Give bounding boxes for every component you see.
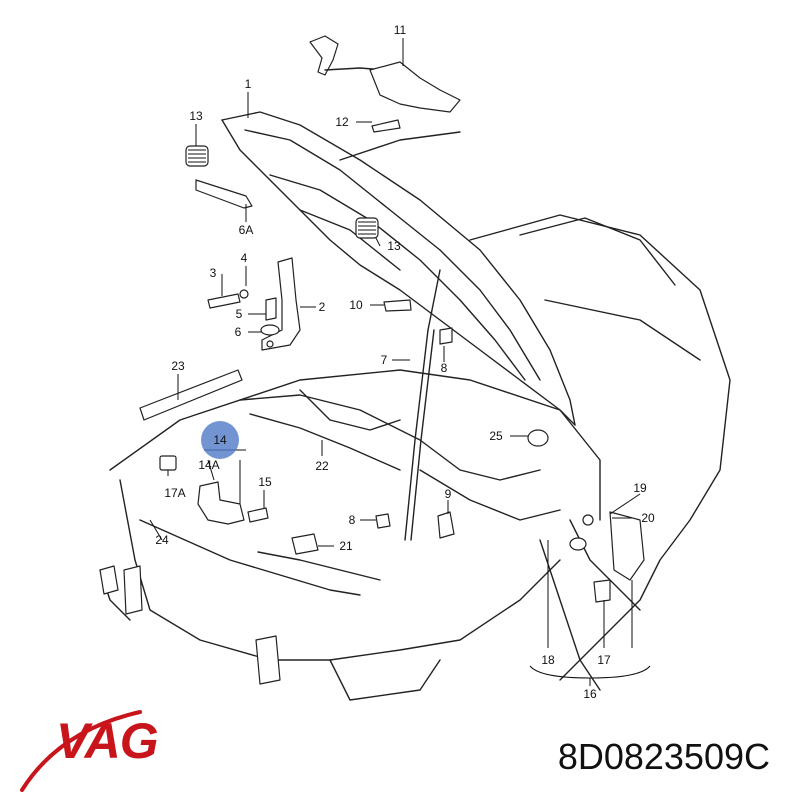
part-number: 8D0823509C: [557, 736, 770, 777]
callout-9: 9: [445, 487, 452, 501]
grommet-25: [527, 429, 549, 447]
callout-3: 3: [210, 266, 217, 280]
hood-panel: [221, 111, 576, 426]
bolt-15: [247, 507, 269, 523]
highlight-marker[interactable]: 14: [201, 421, 239, 459]
leader-lines: [149, 38, 651, 686]
callout-labels: 1 2 3 4 5 6 6A 7 8 8 9 10 11 12 13 13 14…: [155, 23, 655, 701]
callout-10: 10: [349, 298, 363, 312]
callout-20: 20: [641, 511, 655, 525]
callout-4: 4: [241, 251, 248, 265]
callout-17a: 17A: [164, 486, 185, 500]
hood-release-handle: [309, 35, 461, 113]
bracket-9: [437, 511, 455, 539]
gas-strut: [404, 269, 441, 541]
callout-12: 12: [335, 115, 349, 129]
callout-16: 16: [583, 687, 597, 701]
rear-bracket-19-20: [569, 511, 645, 581]
callout-13-lower: 13: [387, 239, 401, 253]
rubber-buffer-upper: [185, 145, 209, 167]
bolt-12: [371, 119, 401, 133]
callout-6: 6: [235, 325, 242, 339]
callout-21: 21: [339, 539, 353, 553]
callout-5: 5: [236, 307, 243, 321]
callout-14a: 14A: [198, 458, 219, 472]
car-body-outline: [99, 214, 731, 701]
callout-15: 15: [258, 475, 272, 489]
hood-lock: [197, 481, 245, 525]
hinge-bolts: [207, 289, 280, 336]
seal-strip-22: [249, 413, 401, 471]
callout-2: 2: [319, 300, 326, 314]
callout-17: 17: [597, 653, 611, 667]
clip-8-upper: [439, 327, 453, 345]
rubber-buffer-lower: [355, 217, 379, 239]
brand-name: VAG: [56, 713, 159, 769]
bolt-10: [383, 299, 412, 312]
callout-11: 11: [394, 23, 407, 37]
callout-23: 23: [171, 359, 185, 373]
hinge: [261, 257, 301, 351]
callout-13-upper: 13: [189, 109, 203, 123]
callout-18: 18: [541, 653, 555, 667]
callout-22: 22: [315, 459, 329, 473]
seal-strip-23: [139, 369, 243, 421]
clip-17: [593, 579, 611, 603]
callout-25: 25: [489, 429, 503, 443]
clip-8-lower: [375, 513, 391, 529]
callout-24: 24: [155, 533, 169, 547]
callout-8-upper: 8: [441, 361, 448, 375]
highlight-circle[interactable]: [201, 421, 239, 459]
clip-21: [291, 533, 319, 555]
front-bracket-center: [255, 635, 281, 685]
callout-6a: 6A: [239, 223, 254, 237]
callout-8-lower: 8: [349, 513, 356, 527]
callout-1: 1: [245, 77, 252, 91]
callout-19: 19: [633, 481, 647, 495]
seal-strip-6a: [195, 179, 253, 209]
callout-14[interactable]: 14: [213, 433, 227, 447]
callout-7: 7: [381, 353, 388, 367]
clip-17a: [159, 455, 177, 471]
front-bracket-left: [99, 565, 143, 615]
